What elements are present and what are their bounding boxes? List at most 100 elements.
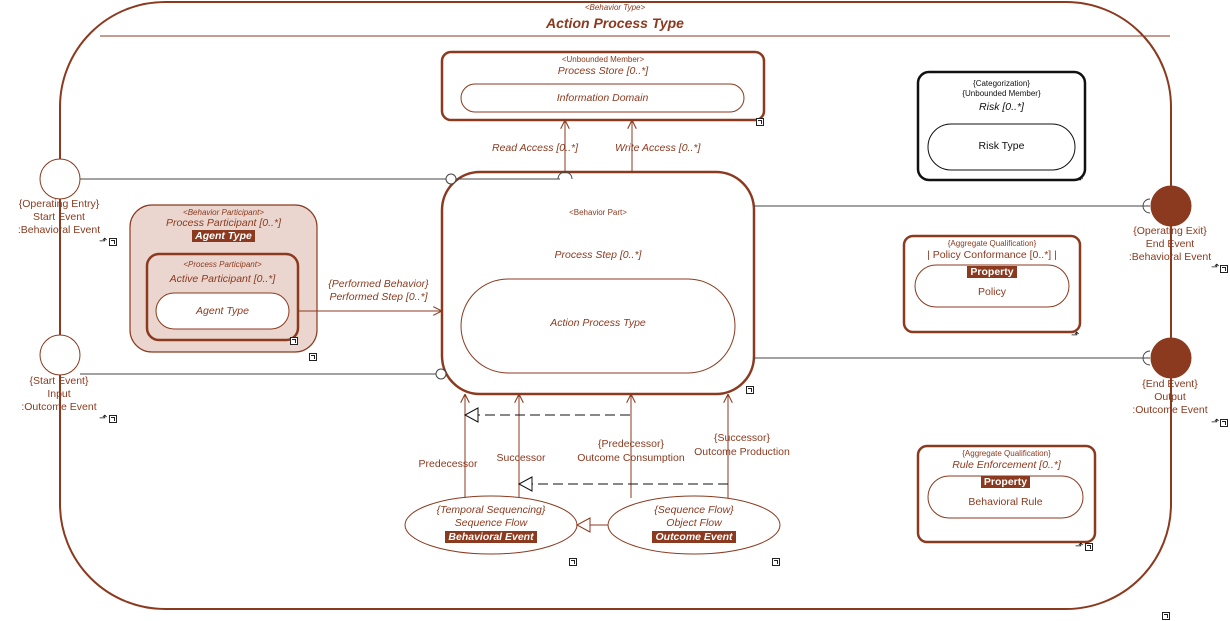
agent-type-tag: Agent Type <box>192 230 255 243</box>
performed-step-label: Performed Step [0..*] <box>329 291 428 303</box>
performed-behavior-label: {Performed Behavior} <box>328 278 429 290</box>
rule-tag-wrap: Property <box>928 476 1083 489</box>
frame-link-icon[interactable] <box>1162 612 1170 620</box>
dash-arrow-top <box>463 407 479 423</box>
start-link-icon[interactable] <box>109 415 117 423</box>
start-event-l3: :Outcome Event <box>21 401 97 413</box>
process-store-stereotype: <Unbounded Member> <box>561 55 645 64</box>
policy-property-tag: Property <box>967 266 1017 279</box>
active-participant-link-icon[interactable] <box>290 337 298 345</box>
active-participant-stereotype: <Process Participant> <box>183 260 262 269</box>
operating-exit-l3: :Behavioral Event <box>1128 251 1212 263</box>
start-return-icon[interactable]: ⬏ <box>99 413 108 424</box>
action-process-type-label: Action Process Type <box>550 317 646 329</box>
succ-outcome-l1: {Successor} <box>713 432 771 444</box>
exit-return-icon[interactable]: ⬏ <box>1211 262 1220 273</box>
behavior-part-box[interactable] <box>440 170 756 396</box>
sequence-flow-link-icon[interactable] <box>569 558 577 566</box>
policy-label: Policy <box>977 286 1006 298</box>
rule-label: Behavioral Rule <box>968 496 1043 508</box>
end-event-l2: Output <box>1154 391 1186 403</box>
outcome-event-tag: Outcome Event <box>652 531 736 544</box>
object-flow-l1: {Sequence Flow} <box>654 504 734 516</box>
risk-type-label: Risk Type <box>978 140 1025 152</box>
agent-type-inner[interactable] <box>155 292 290 330</box>
entry-junction <box>445 173 457 185</box>
end-link-icon[interactable] <box>1220 419 1228 427</box>
write-access-label: Write Access [0..*] <box>615 142 701 154</box>
end-event-l3: :Outcome Event <box>1132 404 1208 416</box>
participant-tag-wrap: Agent Type <box>130 230 317 243</box>
risk-type-inner[interactable] <box>927 123 1076 171</box>
participant-link-icon[interactable] <box>309 353 317 361</box>
end-event-port[interactable] <box>1150 337 1192 379</box>
read-access-label: Read Access [0..*] <box>492 142 578 154</box>
behavioral-event-tag: Behavioral Event <box>445 531 537 544</box>
succ-outcome-l2: Outcome Production <box>694 446 790 458</box>
risk-title: Risk [0..*] <box>979 101 1024 113</box>
page-title: Action Process Type <box>546 15 684 31</box>
sequence-flow-l2: Sequence Flow <box>454 517 528 529</box>
policy-inner[interactable] <box>914 264 1070 308</box>
operating-entry-l1: {Operating Entry} <box>18 198 100 210</box>
behavior-part-link-icon[interactable] <box>746 386 754 394</box>
rule-box[interactable] <box>916 444 1097 544</box>
successor-label: Successor <box>496 452 546 464</box>
object-flow-link-icon[interactable] <box>772 558 780 566</box>
active-participant-title: Active Participant [0..*] <box>169 273 276 285</box>
process-step-title: Process Step [0..*] <box>554 249 642 261</box>
policy-title: | Policy Conformance [0..*] | <box>927 249 1057 261</box>
entry-link-icon[interactable] <box>109 238 117 246</box>
exit-link-icon[interactable] <box>1220 265 1228 273</box>
rule-stereotype: {Aggregate Qualification} <box>962 449 1051 458</box>
object-flow-l2: Object Flow <box>666 517 722 529</box>
generalization-arrow <box>575 517 591 533</box>
operating-entry-port[interactable] <box>39 158 81 200</box>
behavior-part-stereotype: <Behavior Part> <box>569 208 627 217</box>
header-stereotype: <Behavior Type> <box>584 3 646 12</box>
rule-property-tag: Property <box>980 476 1031 489</box>
object-flow-tag-wrap: Outcome Event <box>608 531 780 544</box>
exit-socket <box>1142 198 1151 214</box>
start-event-l1: {Start Event} <box>29 375 89 387</box>
sequence-flow-l1: {Temporal Sequencing} <box>436 504 546 516</box>
start-event-port[interactable] <box>39 334 81 376</box>
operating-exit-l2: End Event <box>1145 238 1195 250</box>
policy-return-icon[interactable]: ⬏ <box>1071 330 1080 341</box>
agent-type-label: Agent Type <box>196 305 249 317</box>
process-store-title: Process Store [0..*] <box>557 65 649 77</box>
risk-box[interactable] <box>916 70 1087 182</box>
operating-exit-port[interactable] <box>1150 185 1192 227</box>
rule-return-icon[interactable]: ⬏ <box>1075 541 1084 552</box>
outer-frame <box>59 1 1172 610</box>
participant-stereotype: <Behavior Participant> <box>183 208 264 217</box>
dash-arrow-mid <box>517 476 533 492</box>
policy-box[interactable] <box>902 234 1082 334</box>
risk-stereotype-1: {Categorization} <box>973 79 1030 88</box>
entry-return-icon[interactable]: ⬏ <box>99 236 108 247</box>
sequence-flow-tag-wrap: Behavioral Event <box>405 531 577 544</box>
policy-tag-wrap: Property <box>915 266 1069 279</box>
information-domain-box[interactable] <box>460 83 745 113</box>
operating-entry-l2: Start Event <box>33 211 85 223</box>
end-event-l1: {End Event} <box>1142 378 1198 390</box>
store-link-icon[interactable] <box>756 118 764 126</box>
output-socket <box>1142 350 1151 366</box>
action-process-type-inner[interactable] <box>460 278 736 374</box>
active-participant-box[interactable] <box>145 252 300 342</box>
policy-stereotype: {Aggregate Qualification} <box>947 239 1037 248</box>
risk-return-icon[interactable]: ⬏ <box>1075 175 1084 186</box>
process-store-box[interactable] <box>440 50 766 122</box>
information-domain-label: Information Domain <box>556 92 649 104</box>
pred-outcome-l2: Outcome Consumption <box>577 452 685 464</box>
end-return-icon[interactable]: ⬏ <box>1211 417 1220 428</box>
participant-title: Process Participant [0..*] <box>166 217 281 229</box>
input-junction <box>435 368 447 380</box>
operating-entry-l3: :Behavioral Event <box>17 224 101 236</box>
risk-stereotype-2: {Unbounded Member} <box>962 89 1041 98</box>
rule-link-icon[interactable] <box>1085 543 1093 551</box>
start-event-l2: Input <box>47 388 71 400</box>
operating-exit-l1: {Operating Exit} <box>1133 225 1207 237</box>
predecessor-label: Predecessor <box>418 458 478 470</box>
